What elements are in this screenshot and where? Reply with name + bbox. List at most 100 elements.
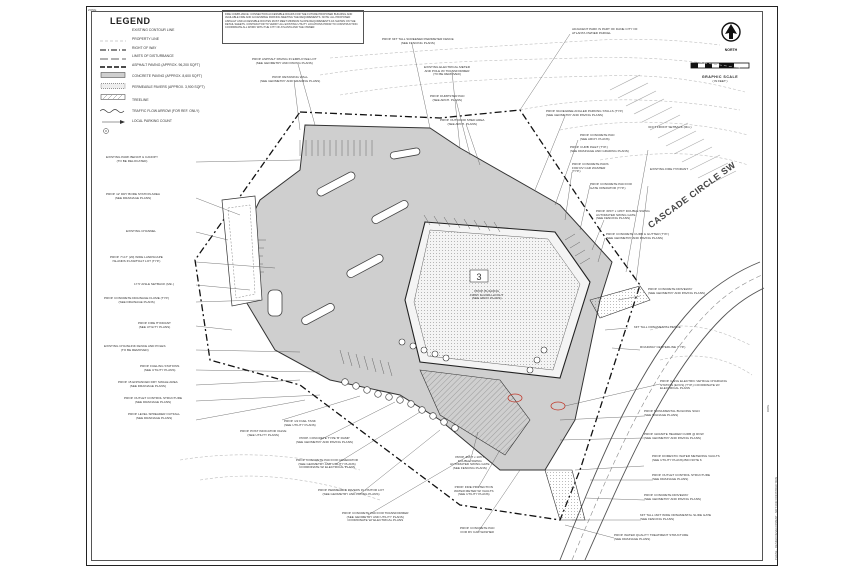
callout-left-9: PROP. FUELING STATIONS (SEE UTILITY PLAN… (140, 364, 180, 372)
callout-right-17: PROP. OUTLET CONTROL STRUCTURE (SEE DRAI… (652, 473, 711, 481)
callout-right-6: PROP. 30'FT x 10'FT DOUBLE SWING AUTOMAT… (596, 209, 650, 221)
callout-top-6: PROP. OUTDOOR SHED AREA (SEE ARCH. PLANS… (440, 118, 485, 126)
legend-label: LIMITS OF DISTURBANCE (132, 54, 174, 58)
legend-label: ASPHALT PAVING (APPROX. 96,200 SQFT) (132, 63, 200, 67)
general-notes-box: FIRE COMPLIANCE: CONNECTION ACCESSIBLE R… (222, 10, 364, 44)
callout-left-3: EXISTING CHANNEL (126, 229, 157, 233)
permeable-pavers (419, 369, 531, 456)
callout-right-8: EXISTING FIRE HYDRANT (650, 167, 689, 171)
legend-label: RIGHT OF WAY (132, 46, 157, 50)
legend-item: RIGHT OF WAY (98, 46, 248, 60)
dry-swale-area (221, 195, 263, 307)
callout-top-4: EXISTING ELECTRICAL METER AND POLE W/ TR… (424, 65, 470, 77)
graphic-scale: GRAPHIC SCALE ( IN FEET ) (690, 56, 750, 83)
legend-item: TREELINE (98, 98, 248, 113)
callout-leaders (195, 33, 661, 539)
legend-label: PERMEABLE PAVERS (APPROX. 3,900 SQFT) (132, 85, 205, 89)
legend-title: LEGEND (110, 16, 151, 26)
callout-right-10: PROP. CONCRETE DRIVEWAY (SEE GEOMETRY AN… (648, 287, 706, 295)
callout-right-11: 6FT TALL ORNAMENTAL FENCE (634, 325, 681, 329)
north-label: NORTH (724, 48, 738, 52)
legend-item: #LOCAL PARKING COUNT (98, 119, 248, 134)
callout-right-18: PROP. CONCRETE DRIVEWAY (SEE GEOMETRY AN… (644, 493, 702, 501)
legend-label: EXISTING CONTOUR LINE (132, 28, 175, 32)
ev-charging-highlight (507, 393, 523, 403)
callout-left-13: PROP. POST INDICATOR VALVE (SEE UTILITY … (240, 429, 287, 437)
callout-left-2: PROP. 12' DRY BORE STATION AREA (SEE DRA… (106, 192, 160, 200)
callout-right-19: 6FT TALL 16FT WIDE ORNAMENTAL SLIDE GATE… (640, 513, 712, 521)
callout-left-4: PROP. 7'x17' (20) WIDE LANDSCAPE ISLANDS… (110, 255, 163, 263)
tree-line (341, 338, 548, 432)
callout-left-7: PROP. FIRE HYDRANT (SEE UTILITY PLANS) (138, 321, 171, 329)
callout-bottom-2: PROP. CONCRETE TYPE 'B' RAMP (SEE GEOMET… (296, 436, 354, 444)
callout-right-5: PROP. CONCRETE PAD FOR GATE OPERATOR (TY… (590, 182, 632, 190)
legend-item: LIMITS OF DISTURBANCE (98, 54, 248, 68)
sheet-border (91, 11, 763, 561)
right-edge-text: DATE (766, 404, 770, 412)
callout-bottom-5: PROP. 36'FT x 10'FT DOUBLE SWING AUTOMAT… (450, 455, 490, 471)
callout-right-16: PROP. DOMESTIC WATER METERING VAULTS (SE… (652, 454, 720, 462)
callout-bottom-3: PROP. CONCRETE PAD FOR GENERATOR (SEE GE… (296, 458, 358, 470)
callout-top-2: PROP. 6FT TALL SCREENED PERIMETER FENCE … (382, 37, 454, 45)
legend-symbol-icon (100, 30, 126, 42)
callout-right-20: PROP. WATER QUALITY TREATMENT STRUCTURE … (614, 533, 689, 541)
concrete-driveway (589, 285, 651, 319)
legend-symbol-icon (100, 76, 126, 89)
callout-right-1: PROP. 90-DEGREE ANGLED PARKING STALLS (T… (546, 109, 624, 117)
callout-bottom-1: PROP. 1/2 FUEL TANK (SEE UTILITY PLANS) (284, 419, 316, 427)
bottom-edge-text: PHASE - DESIGN DEVELOPMENT - NOT FOR CON… (774, 477, 778, 560)
legend-item: ASPHALT PAVING (APPROX. 96,200 SQFT) (98, 63, 248, 78)
corner-tag: ZONE (88, 8, 97, 12)
callout-left-8: EXISTING CHAINLINK FENCE AND POLES (TO B… (104, 344, 166, 352)
legend-symbol-icon (100, 48, 126, 60)
legend-symbol-icon: # (100, 121, 126, 134)
legend-symbol-icon (100, 39, 126, 51)
legend-item: PROPERTY LINE (98, 37, 248, 51)
legend-symbol-icon (100, 65, 126, 78)
legend-symbol-icon (100, 111, 126, 124)
scale-units: ( IN FEET ) (712, 79, 728, 83)
callout-right-9: 30 FT FRONT SETBACK (Min.) (648, 125, 692, 129)
callout-left-1: EXISTING PARK BENCH & CANOPY (TO BE RELO… (106, 155, 159, 163)
north-arrow: NORTH (716, 22, 746, 52)
legend-item: TRAFFIC FLOW ARROW (FOR REF. ONLY) (98, 109, 248, 124)
legend-label: PROPERTY LINE (132, 37, 160, 41)
scale-bar-icon (690, 62, 750, 69)
callout-bottom-4: PROP. PERMEABLE PAVERS IN VISITOR LOT (S… (318, 488, 384, 496)
legend-item: EXISTING CONTOUR LINE (98, 28, 248, 42)
callout-left-6: PROP. CONCRETE DRAINAGE FLUME (TYP.) (SE… (104, 296, 170, 304)
callout-left-11: PROP. OUTLET CONTROL STRUCTURE (SEE DRAI… (124, 396, 183, 404)
legend-symbol-icon (99, 100, 126, 113)
callout-right-12: ROADWAY CENTERLINE (TYP.) (640, 345, 686, 349)
landscape-islands (267, 147, 421, 325)
callout-right-4: PROP. CONCRETE PADS FOR RV CAR WASHER (T… (572, 162, 609, 174)
callout-top-3: PROP. RETAINING WALL (SEE GEOMETRY AND G… (260, 75, 321, 83)
building-label: PROP. BUILDING FIRST FLOOR LAYOUT (SEE A… (470, 289, 504, 301)
callout-top-1: PROP. ASPHALT PAVING IN EMPLOYEE LOT (SE… (252, 57, 317, 65)
contour-lines (179, 38, 753, 501)
callout-left-12: PROP. LEVEL SPREADER OUTFALL (SEE DRAINA… (128, 412, 181, 420)
legend-item: PERMEABLE PAVERS (APPROX. 3,900 SQFT) (98, 85, 248, 100)
existing-parking-stripes (609, 74, 737, 187)
callout-right-14: PROP. MONUMENTAL BUILDING SIGN (SEE SIGN… (644, 409, 700, 417)
callout-right-15: PROP. GRANITE HEADER CURB @ ROW (SEE GEO… (644, 432, 704, 440)
callout-bottom-7: PROP. CONCRETE PAD FOR TRANSFORMER (SEE … (342, 511, 409, 523)
callout-top-5: PROP. DUMPSTER PAD (SEE ARCH. PLANS) (430, 94, 465, 102)
callout-right-7: PROP. CONCRETE CURB & GUTTER (TYP.) (SEE… (606, 232, 669, 240)
callout-right-3: PROP. CURB INLET (TYP.) (SEE DRAINAGE AN… (570, 145, 629, 153)
scale-label: GRAPHIC SCALE (701, 75, 739, 79)
callout-bottom-6: PROP. FIRE PROTECTION WATER METER W/ VAU… (454, 485, 494, 497)
callout-left-10: PROP. 15 ENHANCED DRY SWALE AREA (SEE DR… (118, 380, 178, 388)
callout-right-13: PROP. GANG ELECTRIC VEHICLE CHARGING STA… (660, 379, 727, 391)
svg-text:3: 3 (476, 272, 481, 282)
legend-label: CONCRETE PAVING (APPROX. 8,600 SQFT) (132, 74, 202, 78)
legend-symbol-icon (100, 87, 126, 100)
legend-label: TREELINE (132, 98, 149, 102)
legend-symbol-icon (100, 56, 126, 68)
north-arrow-icon (721, 22, 741, 42)
svg-text:#: # (105, 129, 107, 133)
callout-left-5: 17.5' AISLE SETBACK (Min.) (134, 282, 175, 286)
legend-item: CONCRETE PAVING (APPROX. 8,600 SQFT) (98, 74, 248, 89)
callout-right-2: PROP. CONCRETE PAD (SEE ARCH. PLANS) (580, 133, 615, 141)
